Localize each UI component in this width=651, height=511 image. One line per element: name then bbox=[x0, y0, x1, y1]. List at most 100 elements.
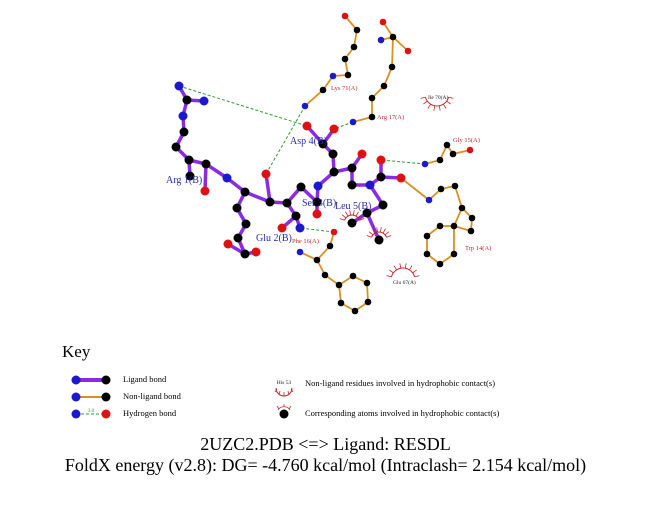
carbon-atom bbox=[436, 156, 444, 164]
hydrophobic-spoke bbox=[376, 227, 379, 233]
hydrophobic-spoke bbox=[393, 265, 397, 271]
nonligand-residue-label: Gly 15(A) bbox=[453, 137, 480, 144]
nitrogen-atom bbox=[199, 96, 209, 106]
oxygen-atom bbox=[223, 239, 233, 249]
oxygen-atom bbox=[404, 47, 412, 55]
ligand-bonds bbox=[174, 85, 402, 256]
nonligand-bond bbox=[391, 36, 394, 68]
oxygen-atom bbox=[261, 169, 271, 179]
key-nonligand-bond-text: Non-ligand bond bbox=[123, 391, 181, 401]
carbon-atom bbox=[328, 149, 338, 159]
carbon-atom bbox=[313, 256, 321, 264]
ligand-residue-label: Ser 3(B) bbox=[302, 198, 336, 209]
hydrophobic-residue-label: Ile 70(A) bbox=[428, 94, 448, 101]
carbon-atom bbox=[350, 43, 358, 51]
nonligand-residue-label: Arg 17(A) bbox=[377, 114, 404, 121]
carbon-atom bbox=[368, 113, 376, 121]
carbon-atom bbox=[282, 198, 292, 208]
carbon-atom bbox=[389, 33, 397, 41]
hydrophobic-spoke bbox=[443, 103, 447, 109]
footer-pdb-ligand: 2UZC2.PDB <=> Ligand: RESDL bbox=[200, 434, 451, 454]
carbon-atom bbox=[437, 185, 445, 193]
carbon-atom bbox=[349, 272, 357, 280]
nonligand-bond bbox=[400, 177, 430, 201]
oxygen-atom bbox=[357, 149, 367, 159]
key-hydrophobic-atoms-text: Corresponding atoms involved in hydropho… bbox=[305, 408, 500, 418]
hydrophobic-spoke bbox=[438, 105, 441, 111]
hydrophobic-atom-arc bbox=[339, 210, 365, 221]
hydrophobic-residue-label: Glu 67(A) bbox=[393, 279, 416, 286]
carbon-atom bbox=[468, 214, 476, 222]
key-hbond-atom-o bbox=[101, 409, 111, 419]
carbon-atom bbox=[458, 204, 466, 212]
hydrophobic-spoke bbox=[404, 263, 407, 269]
carbon-atom bbox=[233, 233, 243, 243]
hydrophobic-arcs bbox=[339, 96, 454, 278]
hydrophobic-spoke bbox=[386, 275, 392, 278]
oxygen-atom bbox=[302, 121, 312, 131]
carbon-atom bbox=[467, 227, 475, 235]
carbon-atom bbox=[296, 182, 306, 192]
hydrophobic-spoke bbox=[427, 103, 431, 109]
carbon-atom bbox=[291, 211, 301, 221]
carbon-atom bbox=[347, 163, 357, 173]
hydrophobic-spoke bbox=[448, 96, 454, 99]
hydrophobic-arc-glu67 bbox=[386, 263, 420, 278]
hydrophobic-arc bbox=[344, 214, 360, 221]
nitrogen-atom bbox=[349, 118, 357, 126]
key-nonligand-atom-c bbox=[101, 392, 111, 402]
nonligand-bond bbox=[392, 36, 409, 52]
hydrophobic-spoke bbox=[345, 211, 349, 217]
hydrophobic-arc bbox=[371, 231, 387, 238]
ligand-residue-label: Leu 5(B) bbox=[335, 201, 371, 212]
hydrophobic-spoke bbox=[379, 227, 382, 233]
carbon-atom bbox=[351, 307, 359, 315]
carbon-atom bbox=[326, 242, 334, 250]
nonligand-bond bbox=[383, 66, 393, 87]
ligand-bond bbox=[264, 173, 272, 203]
hydrophobic-spoke bbox=[349, 210, 352, 216]
oxygen-atom bbox=[277, 223, 287, 233]
hydrophobic-arc bbox=[390, 267, 416, 278]
carbon-atom bbox=[329, 167, 339, 177]
carbon-atom bbox=[380, 82, 388, 90]
key-title: Key bbox=[62, 342, 91, 361]
hydrogen-bond bbox=[265, 105, 306, 175]
nitrogen-atom bbox=[313, 181, 323, 191]
hydrophobic-spoke bbox=[355, 211, 359, 217]
carbon-atom bbox=[436, 222, 444, 230]
hydrophobic-spoke bbox=[366, 235, 372, 238]
hydrophobic-spoke bbox=[412, 269, 417, 274]
footer-foldx-energy: FoldX energy (v2.8): DG= -4.760 kcal/mol… bbox=[64, 455, 587, 475]
oxygen-atom bbox=[376, 155, 386, 165]
carbon-atom bbox=[319, 86, 327, 94]
hydrophobic-spoke bbox=[368, 231, 374, 236]
carbon-atom bbox=[265, 197, 275, 207]
oxygen-atom bbox=[330, 228, 338, 236]
carbon-atom bbox=[368, 94, 376, 102]
atoms bbox=[171, 12, 476, 315]
oxygen-atom bbox=[379, 18, 387, 26]
nonligand-residue-label: Lys 71(A) bbox=[331, 85, 358, 92]
hydrogen-bond bbox=[178, 85, 308, 127]
key-hbond-length: 3.0 bbox=[88, 409, 95, 414]
carbon-atom bbox=[321, 271, 329, 279]
carbon-atom bbox=[341, 55, 349, 63]
oxygen-atom bbox=[251, 247, 261, 257]
key-hydrophobic-label: His 53 bbox=[277, 380, 292, 386]
key-nonligand-atom-n bbox=[71, 392, 81, 402]
hydrophobic-spoke bbox=[382, 228, 386, 234]
carbon-atom bbox=[449, 150, 457, 158]
carbon-atom bbox=[344, 71, 352, 79]
nonligand-residue-label: Trp 14(A) bbox=[465, 245, 491, 252]
carbon-atom bbox=[450, 222, 458, 230]
hydrophobic-spoke bbox=[386, 235, 392, 238]
carbon-atom bbox=[451, 182, 459, 190]
nonligand-bond bbox=[304, 89, 324, 107]
hydrophobic-spoke bbox=[339, 218, 345, 221]
hydrophobic-spoke bbox=[384, 231, 390, 236]
oxygen-atom bbox=[329, 124, 339, 134]
carbon-atom bbox=[443, 141, 451, 149]
carbon-atom bbox=[337, 299, 345, 307]
hydrophobic-spoke bbox=[359, 218, 365, 221]
